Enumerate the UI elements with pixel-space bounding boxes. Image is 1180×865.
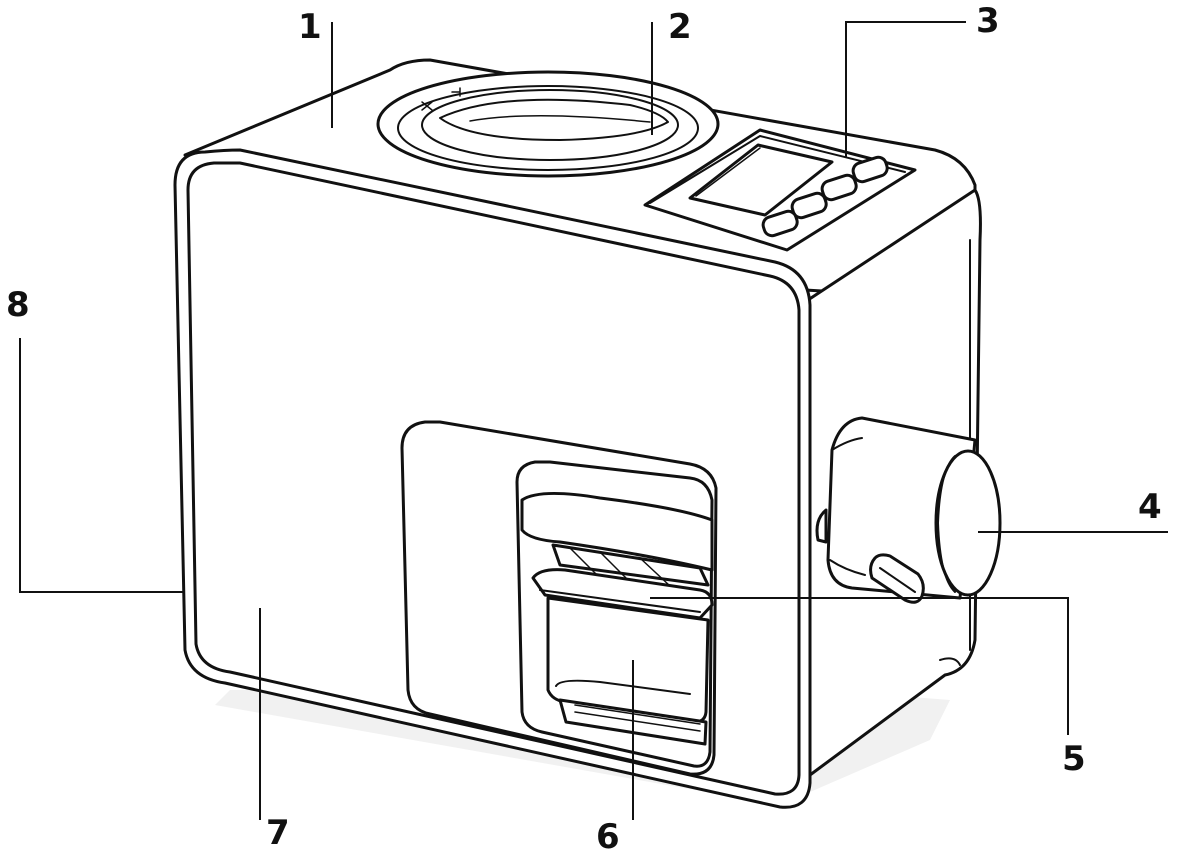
callout-1: 1 [298,7,322,47]
filter-tray [531,543,714,620]
panel-button-3 [790,191,828,220]
callout-8: 8 [6,285,30,325]
callout-7: 7 [266,813,290,853]
oil-cup [546,596,710,746]
panel-button-4 [761,209,799,238]
press-end-cap [934,449,1002,597]
callout-4: 4 [1138,487,1162,527]
lcd-display [688,143,834,217]
callout-6: 6 [596,817,620,857]
callout-3: 3 [976,1,1000,41]
outlet-chute [520,491,714,572]
callout-5: 5 [1062,739,1086,779]
panel-button-2 [820,173,858,202]
callout-2: 2 [668,7,692,47]
leader-line-3 [845,21,966,158]
hopper-lid [376,70,720,178]
leader-line-8 [19,338,183,593]
leader-line-5 [650,597,1069,735]
control-panel [643,128,917,252]
leader-lines [19,21,1168,820]
panel-button-1 [851,155,889,184]
